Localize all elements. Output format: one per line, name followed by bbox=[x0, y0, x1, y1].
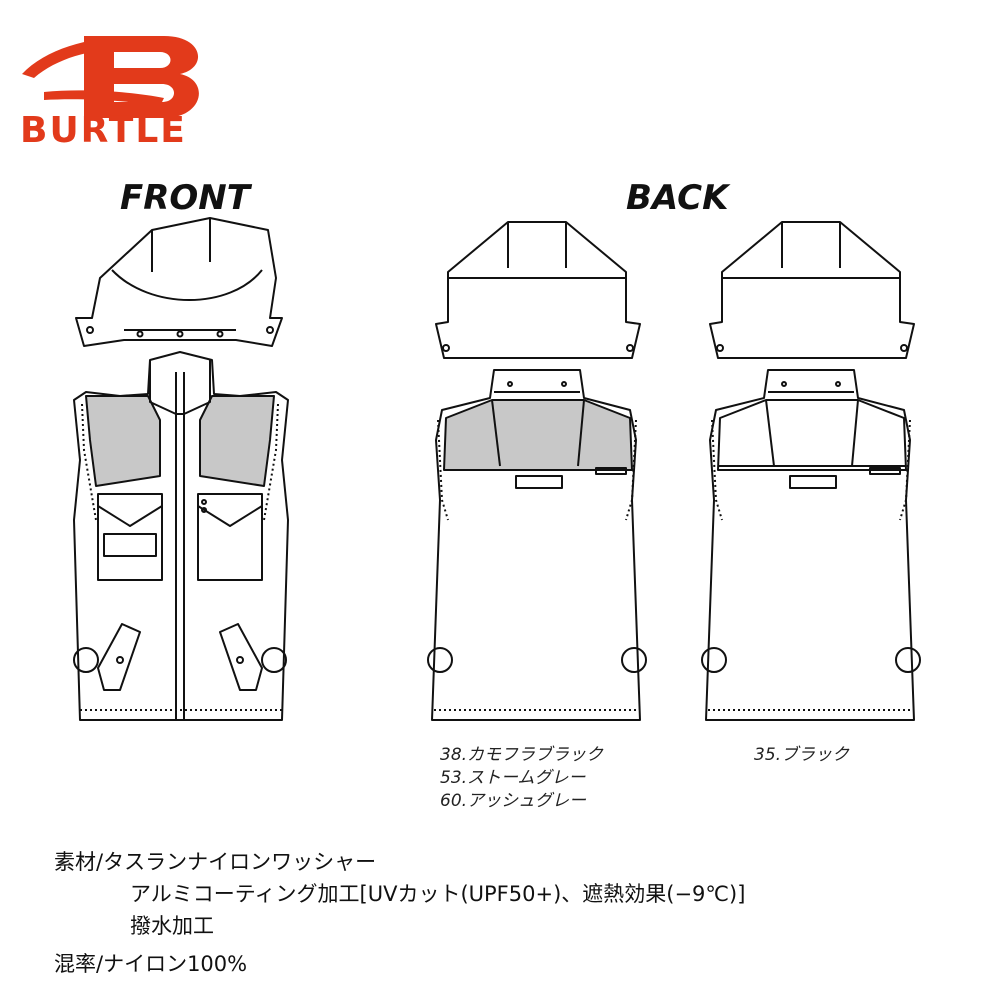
back-view-label: BACK bbox=[626, 178, 729, 218]
back-vest-drawing-1 bbox=[427, 369, 647, 721]
color-option: 35.ブラック bbox=[754, 745, 850, 765]
front-vest-drawing bbox=[73, 351, 289, 721]
color-option: 60.アッシュグレー bbox=[440, 791, 587, 811]
back-hood-drawing-2 bbox=[709, 221, 915, 359]
brand-wordmark: BURTLE bbox=[20, 110, 187, 151]
color-option: 38.カモフラブラック bbox=[440, 745, 604, 765]
burtle-logo bbox=[22, 36, 199, 118]
front-view-label: FRONT bbox=[120, 178, 250, 218]
color-option: 53.ストームグレー bbox=[440, 768, 586, 788]
spec-water-repellent: 撥水加工 bbox=[130, 914, 214, 938]
spec-coating: アルミコーティング加工[UVカット(UPF50+)、遮熱効果(−9℃)] bbox=[130, 882, 746, 906]
back-vest-drawing-2 bbox=[701, 369, 921, 721]
back-hood-drawing-1 bbox=[435, 221, 641, 359]
front-hood-drawing bbox=[75, 217, 283, 347]
color-options-right: 35.ブラック bbox=[754, 744, 849, 767]
spec-blend: 混率/ナイロン100% bbox=[54, 952, 248, 976]
spec-material: 素材/タスランナイロンワッシャー bbox=[54, 850, 377, 874]
color-options-left: 38.カモフラブラック 53.ストームグレー 60.アッシュグレー bbox=[440, 744, 603, 813]
